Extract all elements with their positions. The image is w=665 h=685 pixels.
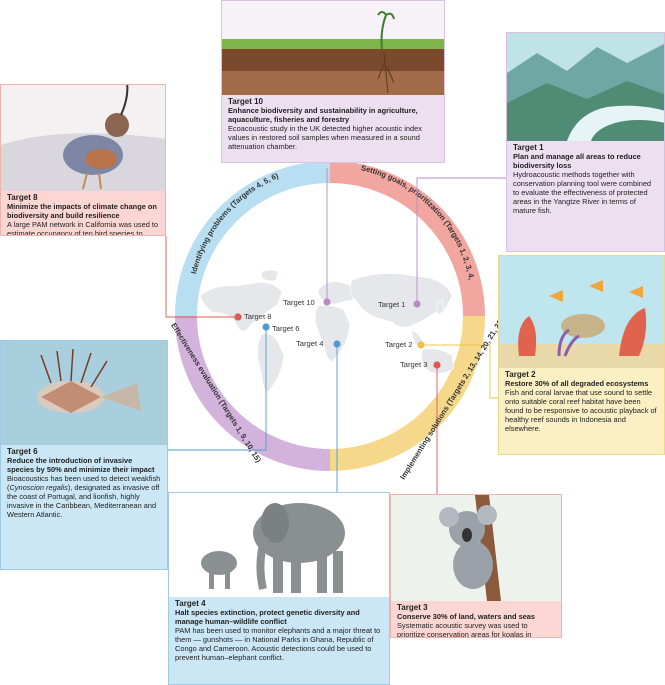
lionfish-illustration bbox=[1, 341, 167, 445]
panel-heading: Restore 30% of all degraded ecosystems bbox=[505, 379, 649, 388]
soil-illustration bbox=[222, 1, 444, 95]
connector-t2 bbox=[421, 344, 498, 399]
map-dot-t3 bbox=[433, 361, 441, 369]
panel-heading: Halt species extinction, protect genetic… bbox=[175, 608, 360, 626]
panel-title: Target 10 bbox=[228, 97, 263, 106]
map-dot-t6 bbox=[262, 323, 270, 331]
map-label-t1: Target 1 bbox=[378, 300, 405, 309]
panel-title: Target 8 bbox=[7, 193, 38, 202]
map-dot-t2 bbox=[417, 341, 425, 349]
map-dot-t10 bbox=[323, 298, 331, 306]
panel-body: A large PAM network in California was us… bbox=[7, 220, 159, 236]
ring-segment-identifying bbox=[175, 161, 331, 317]
panel-heading: Reduce the introduction of invasive spec… bbox=[7, 456, 155, 474]
coral-reef-illustration bbox=[499, 256, 664, 368]
ring-segment-implementing bbox=[329, 315, 485, 471]
connector-lines bbox=[165, 168, 506, 494]
ring-segment-evaluation bbox=[175, 315, 331, 471]
panel-title: Target 3 bbox=[397, 603, 428, 612]
river-illustration bbox=[507, 33, 664, 141]
panel-target-8: Target 8 Minimize the impacts of climate… bbox=[0, 84, 166, 236]
map-label-t3: Target 3 bbox=[400, 360, 427, 369]
arrowhead-3 bbox=[176, 290, 196, 304]
koala-illustration bbox=[391, 495, 561, 601]
panel-target-6: Target 6 Reduce the introduction of inva… bbox=[0, 340, 168, 570]
panel-target-1: Target 1 Plan and manage all areas to re… bbox=[506, 32, 665, 252]
panel-body: PAM has been used to monitor elephants a… bbox=[175, 626, 381, 662]
connector-t8 bbox=[165, 236, 238, 318]
map-label-t10: Target 10 bbox=[283, 298, 315, 307]
panel-heading: Minimize the impacts of climate change o… bbox=[7, 202, 157, 220]
ring-segment-setting-goals bbox=[329, 161, 485, 317]
panel-heading: Plan and manage all areas to reduce biod… bbox=[513, 152, 641, 170]
panel-body: Bioacoustics has been used to detect wea… bbox=[7, 474, 161, 519]
panel-target-4: Target 4 Halt species extinction, protec… bbox=[168, 492, 390, 685]
elephant-illustration bbox=[169, 493, 389, 597]
panel-body: Ecoacoustic study in the UK detected hig… bbox=[228, 124, 422, 151]
panel-body: Systematic acoustic survey was used to p… bbox=[397, 621, 532, 638]
panel-body: Hydroacoustic methods together with cons… bbox=[513, 170, 652, 215]
panel-title: Target 2 bbox=[505, 370, 536, 379]
panel-target-2: Target 2 Restore 30% of all degraded eco… bbox=[498, 255, 665, 455]
map-dot-t1 bbox=[413, 300, 421, 308]
panel-target-3: Target 3 Conserve 30% of land, waters an… bbox=[390, 494, 562, 638]
panel-body: Fish and coral larvae that use sound to … bbox=[505, 388, 657, 433]
arrowhead-1 bbox=[464, 330, 484, 344]
map-label-t6: Target 6 bbox=[272, 324, 299, 333]
panel-target-10: Target 10 Enhance biodiversity and susta… bbox=[221, 0, 445, 163]
map-label-t8: Target 8 bbox=[244, 312, 271, 321]
connector-t6 bbox=[168, 327, 267, 451]
map-label-t4: Target 4 bbox=[296, 339, 323, 348]
panel-title: Target 4 bbox=[175, 599, 206, 608]
panel-heading: Conserve 30% of land, waters and seas bbox=[397, 612, 536, 621]
panel-title: Target 6 bbox=[7, 447, 38, 456]
panel-title: Target 1 bbox=[513, 143, 544, 152]
panel-heading: Enhance biodiversity and sustainability … bbox=[228, 106, 418, 124]
map-dot-t8 bbox=[234, 313, 242, 321]
map-dot-t4 bbox=[333, 340, 341, 348]
quail-illustration bbox=[1, 85, 165, 191]
stage-label-evaluation: Effectiveness evaluation (Targets 1, 9, … bbox=[169, 321, 263, 464]
map-label-t2: Target 2 bbox=[385, 340, 412, 349]
arrowhead-4 bbox=[344, 162, 358, 182]
arrowhead-2 bbox=[302, 450, 316, 470]
connector-t1 bbox=[416, 177, 506, 304]
